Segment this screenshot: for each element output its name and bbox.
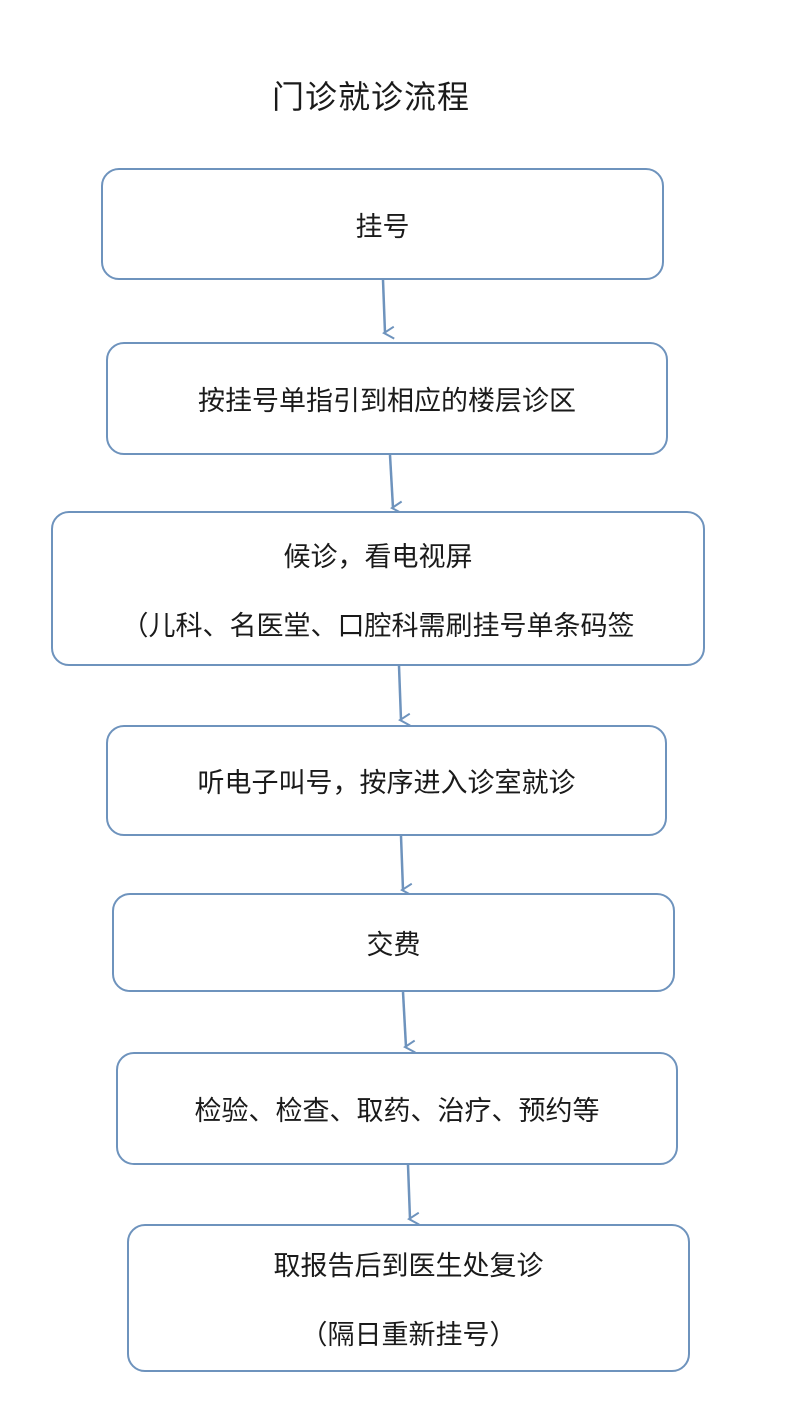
arrow-6 [406,1164,420,1226]
step-register: 挂号 [101,168,664,280]
step-note: （儿科、名医堂、口腔科需刷挂号单条码签 [121,610,635,642]
arrow-3 [397,665,411,727]
arrow-5 [401,991,416,1054]
step-label: 候诊，看电视屏 [283,541,473,573]
step-pay: 交费 [112,893,675,992]
step-label: 交费 [366,930,421,961]
step-tests: 检验、检查、取药、治疗、预约等 [116,1052,678,1165]
page-title: 门诊就诊流程 [272,78,471,116]
step-label: 取报告后到医生处复诊 [273,1251,544,1282]
arrow-1 [381,279,395,340]
step-label: 听电子叫号，按序进入诊室就诊 [197,768,576,799]
step-wait: 候诊，看电视屏 （儿科、名医堂、口腔科需刷挂号单条码签 [51,511,705,666]
step-go-to-floor: 按挂号单指引到相应的楼层诊区 [106,342,668,455]
step-follow-up: 取报告后到医生处复诊 （隔日重新挂号） [127,1224,690,1372]
step-note: （隔日重新挂号） [300,1320,517,1351]
step-label: 按挂号单指引到相应的楼层诊区 [198,386,576,417]
step-label: 检验、检查、取药、治疗、预约等 [194,1096,600,1127]
arrow-2 [388,454,403,515]
step-call-number: 听电子叫号，按序进入诊室就诊 [106,725,667,836]
arrow-4 [399,835,413,897]
step-label: 挂号 [355,211,410,243]
